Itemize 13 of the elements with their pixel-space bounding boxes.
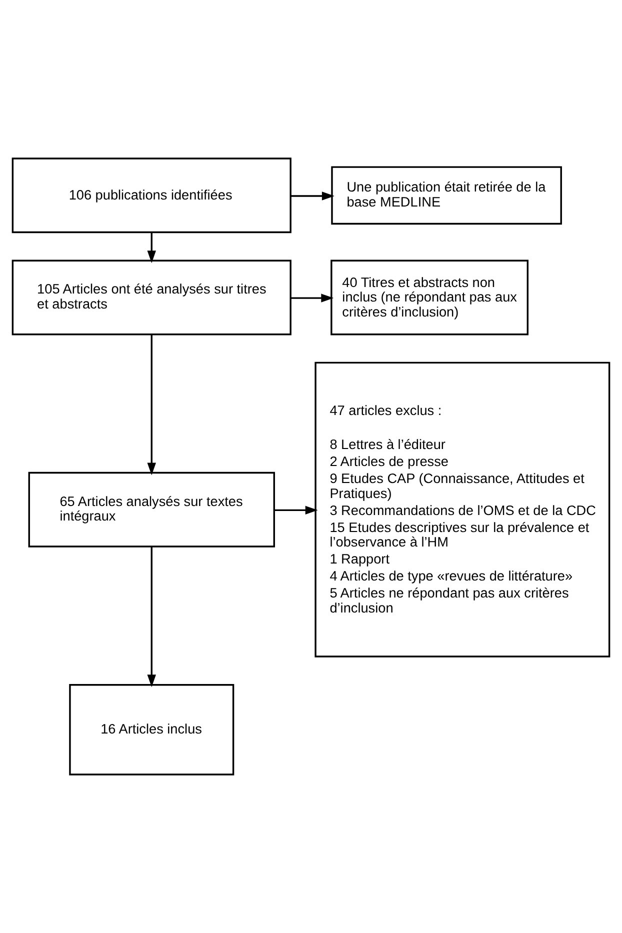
node-box: 106 publications identifiées [12,158,292,234]
arrow [274,506,318,515]
node-box: 105 Articles ont été analysés sur titres et abstracts [12,260,292,336]
arrow [147,232,156,264]
node-box: 47 articles exclus : 8 Lettres à l’éditeur 2 Articles de presse 9 Etudes CAP (Connaissance, Attitudes et Pratiques) 3 Recommandations de l’OMS et de la CDC 15 Etudes descriptives sur la prévalence et l’observance à l’HM 1 Rapport 4 Articles de type «revues de littérature» 5 Articles ne répondant pas aux critères d’inclusion [314,362,610,658]
node-box: Une publication était retirée de la base MEDLINE [331,166,562,225]
arrow [291,294,334,302]
arrow [147,546,156,688]
arrow [290,192,334,200]
node-box: 65 Articles analysés sur textes intégraux [28,472,275,548]
arrow [147,334,156,476]
node-box: 40 Titres et abstracts non inclus (ne répondant pas aux critères d’inclusion) [330,260,528,336]
node-box: 16 Articles inclus [69,684,234,776]
